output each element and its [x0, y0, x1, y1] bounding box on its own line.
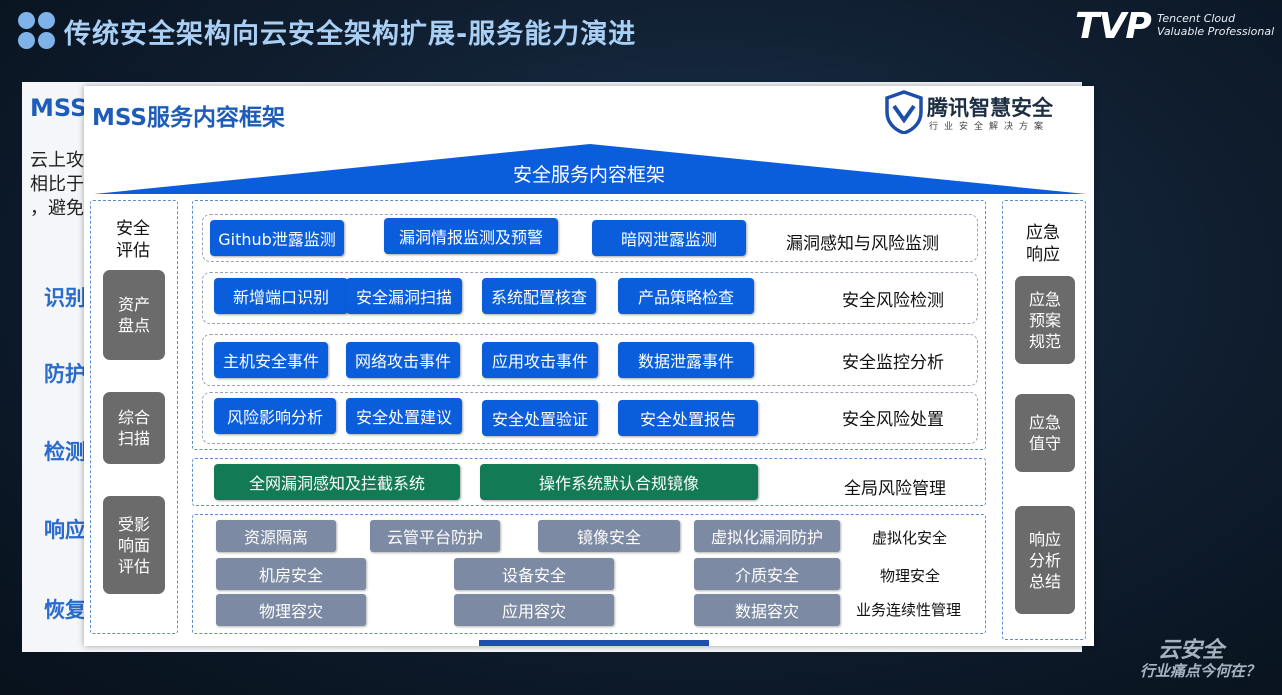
slide-title: MSS服务内容框架 [92, 105, 285, 131]
tvp-line1: Tencent Cloud [1157, 12, 1236, 25]
risk-impact-button[interactable]: 风险影响分析 [214, 398, 336, 434]
row-container [202, 334, 978, 386]
back-item-recover: 恢复 [44, 598, 86, 622]
btn-line: 盘点 [117, 316, 150, 335]
network-attack-button[interactable]: 网络攻击事件 [346, 342, 460, 378]
btn-line: 响面 [117, 535, 150, 555]
vuln-intel-button[interactable]: 漏洞情报监测及预警 [384, 218, 558, 254]
compliance-image-button[interactable]: 操作系统默认合规镜像 [480, 464, 758, 500]
row-container [202, 214, 978, 262]
device-security-button[interactable]: 设备安全 [454, 558, 614, 590]
back-text-line: ，避免 [30, 198, 84, 219]
host-event-button[interactable]: 主机安全事件 [214, 342, 328, 378]
policy-check-button[interactable]: 产品策略检查 [618, 278, 754, 314]
front-slide: MSS服务内容框架 腾讯智慧安全 行业安全解决方案 安全服务内容框架 安全 评估… [84, 86, 1094, 646]
app-dr-button[interactable]: 应用容灾 [454, 594, 614, 626]
physical-dr-button[interactable]: 物理容灾 [216, 594, 366, 626]
right-title-line2: 响应 [1026, 245, 1060, 265]
row-label: 漏洞感知与风险监测 [786, 234, 939, 254]
datacenter-button[interactable]: 机房安全 [216, 558, 366, 590]
row-label: 全局风险管理 [844, 479, 946, 499]
back-text-line: 云上攻 [30, 150, 84, 171]
left-column [90, 200, 178, 634]
brand-name: 腾讯智慧安全 [927, 96, 1053, 120]
asset-inventory-button[interactable]: 资产盘点 [103, 270, 165, 360]
shield-icon [885, 90, 923, 134]
row-label: 安全风险检测 [842, 291, 944, 311]
vuln-intercept-button[interactable]: 全网漏洞感知及拦截系统 [214, 464, 460, 500]
row-label: 物理安全 [880, 567, 941, 585]
brand-subtitle: 行业安全解决方案 [929, 122, 1050, 132]
btn-line: 评估 [117, 556, 150, 576]
roof-label: 安全服务内容框架 [512, 164, 665, 186]
right-column-title: 应急 响应 [1002, 222, 1084, 266]
back-item-detect: 检测 [44, 440, 86, 464]
new-port-button[interactable]: 新增端口识别 [214, 278, 348, 314]
right-title-line1: 应急 [1026, 223, 1060, 243]
impact-assessment-button[interactable]: 受影响面评估 [103, 496, 165, 594]
data-leak-button[interactable]: 数据泄露事件 [618, 342, 754, 378]
vuln-scan-button[interactable]: 安全漏洞扫描 [346, 278, 462, 314]
top-bar: 传统安全架构向云安全架构扩展-服务能力演进 TVP Tencent Cloud … [0, 0, 1282, 70]
btn-line: 资产 [117, 295, 150, 314]
btn-line: 扫描 [117, 429, 150, 448]
right-column [1002, 200, 1086, 640]
btn-line: 应急 [1028, 289, 1061, 309]
left-column-title: 安全 评估 [90, 218, 176, 262]
btn-line: 规范 [1028, 331, 1061, 351]
disposal-report-button[interactable]: 安全处置报告 [618, 400, 758, 436]
bottom-bar [479, 640, 709, 646]
infra-section [192, 514, 986, 634]
roof-shape [94, 144, 1086, 194]
left-title-line2: 评估 [116, 241, 150, 261]
image-security-button[interactable]: 镜像安全 [538, 520, 680, 552]
data-dr-button[interactable]: 数据容灾 [694, 594, 840, 626]
back-item-identify: 识别 [44, 286, 86, 310]
config-check-button[interactable]: 系统配置核查 [482, 278, 596, 314]
response-summary-button[interactable]: 响应分析总结 [1015, 506, 1075, 614]
comprehensive-scan-button[interactable]: 综合扫描 [103, 392, 165, 464]
btn-line: 应急 [1028, 413, 1061, 432]
global-risk-section [192, 458, 986, 506]
btn-line: 总结 [1028, 571, 1061, 591]
back-text-line: 相比于 [30, 174, 84, 195]
darkweb-leak-button[interactable]: 暗网泄露监测 [592, 220, 746, 256]
tvp-line2: Valuable Professional [1157, 25, 1275, 38]
row-label: 安全监控分析 [842, 353, 944, 373]
app-attack-button[interactable]: 应用攻击事件 [482, 342, 598, 378]
virt-vuln-button[interactable]: 虚拟化漏洞防护 [694, 520, 840, 552]
tvp-subtitle: Tencent Cloud Valuable Professional [1157, 12, 1274, 38]
btn-line: 预案 [1028, 310, 1061, 330]
tvp-logo: TVP [1075, 6, 1152, 47]
back-item-respond: 响应 [44, 518, 86, 542]
back-item-protect: 防护 [44, 362, 86, 386]
left-title-line1: 安全 [116, 219, 150, 239]
back-slide-title: MSS [30, 94, 88, 122]
emergency-duty-button[interactable]: 应急值守 [1015, 394, 1075, 472]
github-leak-button[interactable]: Github泄露监测 [210, 220, 344, 256]
row-container [202, 392, 978, 444]
row-label: 安全风险处置 [842, 410, 944, 430]
btn-line: 综合 [117, 408, 150, 427]
btn-line: 受影 [117, 514, 150, 534]
row-label: 业务连续性管理 [856, 601, 962, 619]
btn-line: 值守 [1028, 434, 1061, 453]
row-label: 虚拟化安全 [872, 529, 948, 547]
resource-isolation-button[interactable]: 资源隔离 [216, 520, 336, 552]
watermark-line1: 云安全 [1158, 638, 1225, 663]
brand-logo: 腾讯智慧安全 行业安全解决方案 [884, 90, 1084, 134]
btn-line: 响应 [1028, 529, 1061, 549]
cloud-platform-button[interactable]: 云管平台防护 [370, 520, 500, 552]
watermark-line2: 行业痛点今何在？ [1140, 662, 1261, 680]
disposal-verify-button[interactable]: 安全处置验证 [482, 400, 598, 436]
grid-logo-icon [18, 12, 56, 50]
row-container [202, 272, 978, 324]
monitoring-section [192, 200, 986, 450]
media-security-button[interactable]: 介质安全 [694, 558, 840, 590]
page-title: 传统安全架构向云安全架构扩展-服务能力演进 [64, 19, 637, 50]
emergency-plan-button[interactable]: 应急预案规范 [1015, 276, 1075, 364]
disposal-advice-button[interactable]: 安全处置建议 [346, 398, 462, 434]
btn-line: 分析 [1028, 550, 1061, 570]
